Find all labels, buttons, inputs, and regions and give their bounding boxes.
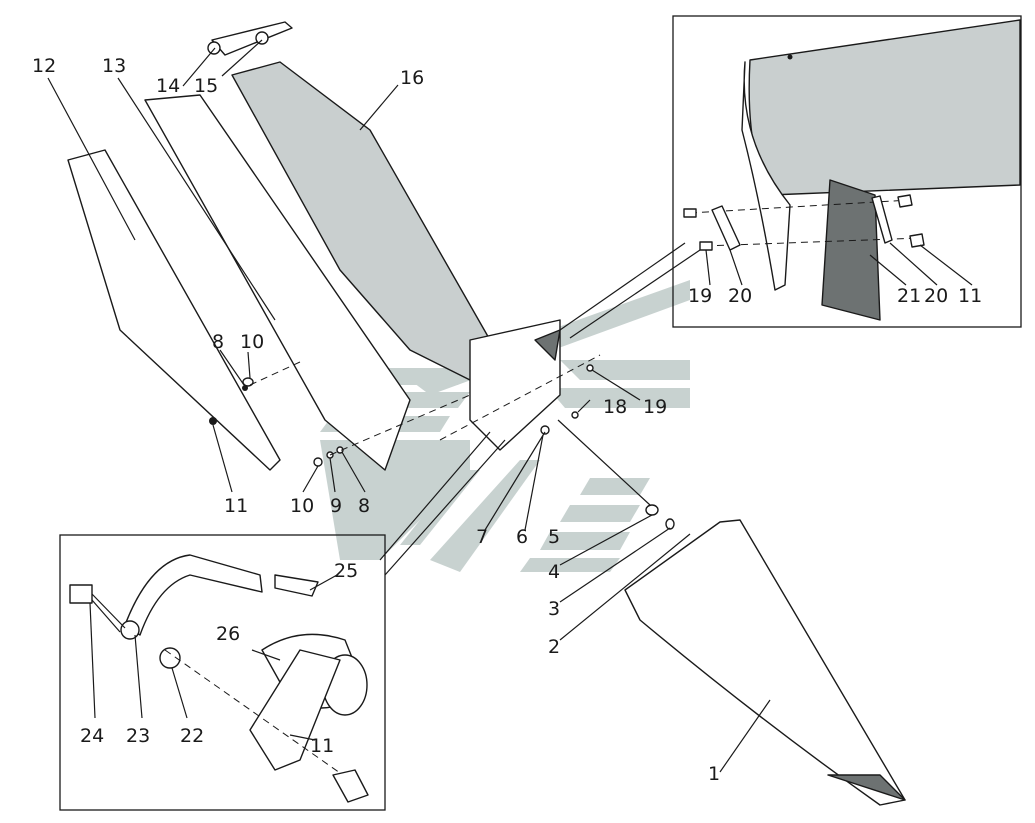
side-plate-12 xyxy=(67,149,281,471)
hood-tip xyxy=(827,774,906,801)
label-5: 5 xyxy=(548,526,560,548)
label-7: 7 xyxy=(476,526,488,548)
label-12: 12 xyxy=(32,55,56,77)
label-15: 15 xyxy=(194,75,218,97)
label-14: 14 xyxy=(156,75,180,97)
pin-6 xyxy=(540,425,550,435)
label-16: 16 xyxy=(400,67,424,89)
nut-inset-top xyxy=(897,194,913,208)
label-26: 26 xyxy=(216,623,240,645)
nut-11-inset-lower xyxy=(332,769,369,803)
label-8-lower: 8 xyxy=(358,495,370,517)
bracket-14-15 xyxy=(211,21,293,56)
nut-11-inset xyxy=(909,233,925,248)
part-labels: 1 2 3 4 5 6 7 8 8 9 10 10 11 11 11 12 13… xyxy=(32,55,982,785)
bolt-top xyxy=(683,208,697,218)
label-18: 18 xyxy=(603,396,627,418)
rod-5 xyxy=(557,419,651,506)
leader-lines xyxy=(47,39,973,773)
label-4: 4 xyxy=(548,561,560,583)
nut-11-left xyxy=(209,417,217,425)
label-19-main: 19 xyxy=(643,396,667,418)
plate-20-inset-left xyxy=(711,205,741,251)
inset-bottom-left-drawing xyxy=(69,554,369,803)
inset-top-right-drawing xyxy=(683,19,1021,321)
label-2: 2 xyxy=(548,636,560,658)
label-13: 13 xyxy=(102,55,126,77)
pin-18 xyxy=(571,411,579,419)
flange-plate xyxy=(249,649,341,771)
label-23: 23 xyxy=(126,725,150,747)
label-6: 6 xyxy=(516,526,528,548)
label-24: 24 xyxy=(80,725,104,747)
label-1: 1 xyxy=(708,763,720,785)
lever-23 xyxy=(124,554,263,636)
label-21: 21 xyxy=(897,285,921,307)
label-3: 3 xyxy=(548,598,560,620)
label-10-lower: 10 xyxy=(290,495,314,517)
pin-25 xyxy=(274,574,319,597)
bolt-19 xyxy=(586,364,594,372)
label-11-inset-left: 11 xyxy=(310,735,334,757)
inset-frame-bottom-left xyxy=(59,534,386,811)
bolt-10-lower xyxy=(313,457,323,467)
label-20-inset-right: 20 xyxy=(924,285,948,307)
shield-plate-21 xyxy=(821,179,881,321)
label-8-upper: 8 xyxy=(212,331,224,353)
label-22: 22 xyxy=(180,725,204,747)
bushing-22 xyxy=(159,647,181,669)
inset-frame-top-right xyxy=(672,15,1022,328)
label-11-left: 11 xyxy=(224,495,248,517)
hood-body xyxy=(748,19,1021,196)
label-9: 9 xyxy=(330,495,342,517)
label-20-inset-left: 20 xyxy=(728,285,752,307)
side-plate-13 xyxy=(144,94,411,471)
label-11-inset-right: 11 xyxy=(958,285,982,307)
bolt-head-24 xyxy=(69,584,93,604)
frame-foot xyxy=(469,319,561,451)
label-10-upper: 10 xyxy=(240,331,264,353)
plate-20-inset-right xyxy=(871,195,893,244)
label-25: 25 xyxy=(334,560,358,582)
bolt-19-inset xyxy=(699,241,713,251)
label-19-inset: 19 xyxy=(688,285,712,307)
frame-foot-dark xyxy=(534,329,561,361)
lever-eye xyxy=(120,620,140,640)
divider-hood-1 xyxy=(624,519,906,806)
hood-edge-bracket xyxy=(741,61,791,291)
